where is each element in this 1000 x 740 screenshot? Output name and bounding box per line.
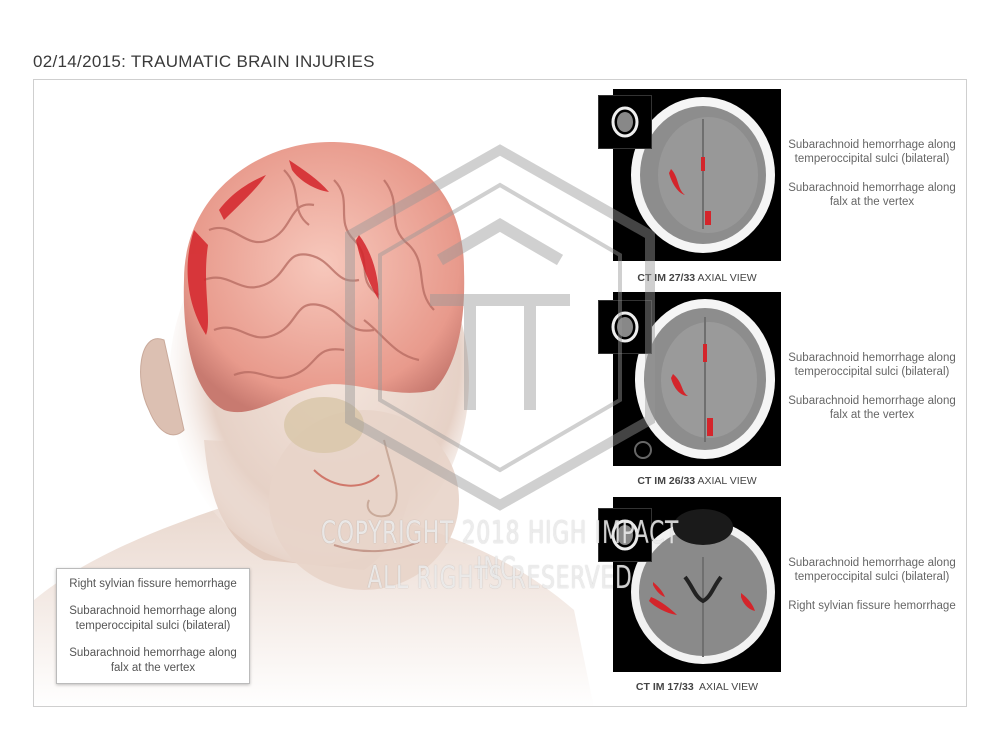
ct-note: Subarachnoid hemorrhage along falx at th… [788, 181, 956, 209]
ct-note: Subarachnoid hemorrhage along temperocci… [788, 352, 956, 379]
ct-notes-1: Subarachnoid hemorrhage along temperocci… [787, 138, 957, 224]
brain-gyri [203, 169, 435, 379]
hemorrhage-regions [187, 160, 379, 335]
ct-note: Subarachnoid hemorrhage along temperocci… [788, 139, 956, 166]
hemorrhage-frontal [219, 175, 266, 220]
legend-box: Right sylvian fissure hemorrhage Subarac… [56, 568, 250, 684]
hemorrhage-left-temporal [187, 230, 208, 335]
ct-notes-2: Subarachnoid hemorrhage along temperocci… [787, 351, 957, 437]
ct-thumbnail-2 [598, 300, 652, 354]
ct-note: Right sylvian fissure hemorrhage [788, 599, 956, 612]
mouth [333, 541, 420, 553]
legend-item: Right sylvian fissure hemorrhage [69, 578, 237, 590]
ct-note: Subarachnoid hemorrhage along falx at th… [788, 394, 956, 422]
ct-caption-3: CT IM 17/33 AXIAL VIEW [635, 681, 759, 693]
ct-notes-3: Subarachnoid hemorrhage along temperocci… [787, 556, 957, 627]
hemorrhage-right [356, 235, 379, 300]
ct-scan-1 [613, 89, 781, 261]
ct-caption-2: CT IM 26/33 AXIAL VIEW [637, 475, 757, 487]
page-title: 02/14/2015: TRAUMATIC BRAIN INJURIES [33, 52, 375, 71]
nose [366, 439, 398, 518]
ct-thumbnail-1 [598, 95, 652, 149]
hemorrhage-vertex [289, 160, 329, 192]
ct-note: Subarachnoid hemorrhage along temperocci… [788, 557, 956, 584]
exhibit-panel: Right sylvian fissure hemorrhage Subarac… [33, 79, 967, 707]
ct-scan-2 [613, 292, 781, 466]
legend-item: Subarachnoid hemorrhage along temperocci… [69, 605, 237, 632]
ear [140, 338, 185, 436]
ct-caption-1: CT IM 27/33 AXIAL VIEW [637, 272, 757, 284]
ct-scan-3 [613, 497, 781, 672]
facial-bruise [313, 469, 380, 487]
eye-socket [284, 397, 364, 453]
legend-item: Subarachnoid hemorrhage along falx at th… [69, 647, 237, 674]
ct-thumbnail-3 [598, 508, 652, 562]
